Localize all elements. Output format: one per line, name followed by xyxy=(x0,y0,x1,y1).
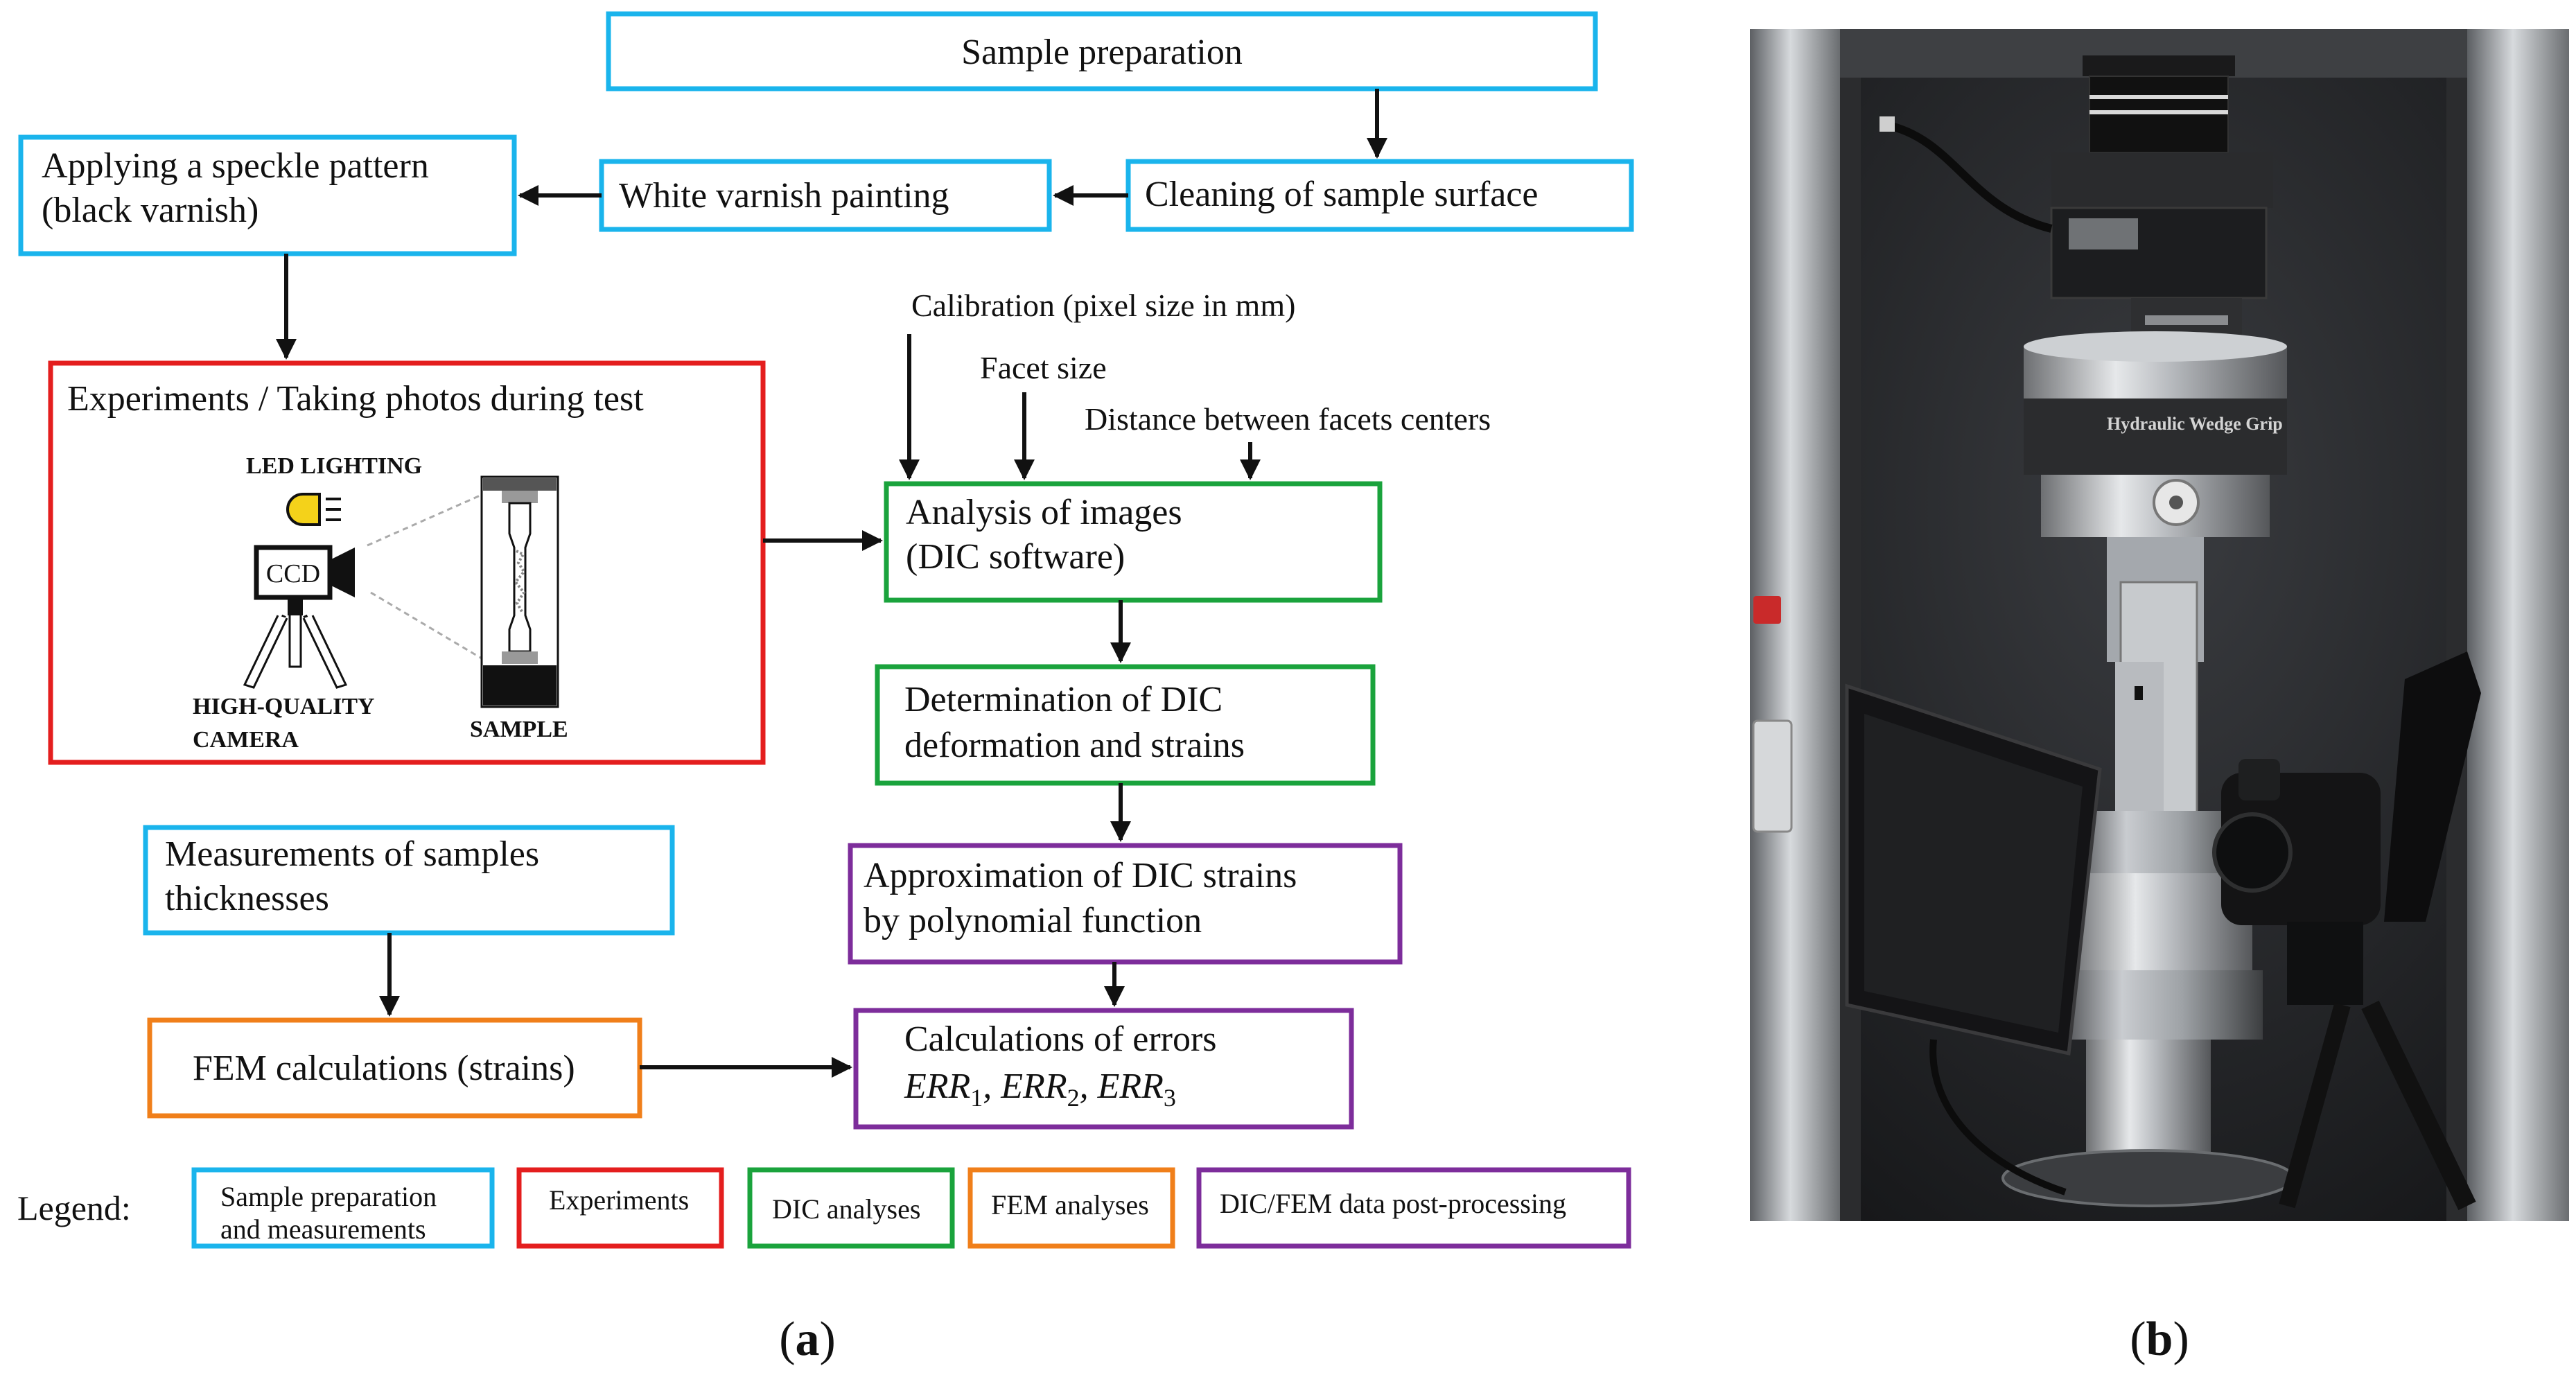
grip-label: Hydraulic Wedge Grip xyxy=(2107,414,2283,434)
box-label: Sample preparation xyxy=(961,33,1243,72)
box-label-line2: (black varnish) xyxy=(42,191,259,230)
sensor-cable xyxy=(1884,121,2053,233)
legend-label: DIC analyses xyxy=(772,1193,920,1225)
legend-item-preparation: Sample preparation and measurements xyxy=(191,1167,495,1249)
panel-label-a: (a) xyxy=(779,1313,836,1366)
legend-swatch xyxy=(967,1167,1175,1249)
box-frame xyxy=(599,159,1052,232)
box-label: FEM calculations (strains) xyxy=(193,1049,575,1088)
box-calculations-of-errors: Calculations of errors ERR1, ERR2, ERR3 xyxy=(853,1008,1354,1130)
box-frame xyxy=(147,1017,642,1119)
facet-distance-label: Distance between facets centers xyxy=(1085,401,1491,437)
box-frame xyxy=(48,360,766,765)
machine-column-left xyxy=(1750,29,1840,1221)
upper-wedge-grip: Hydraulic Wedge Grip xyxy=(2024,331,2287,537)
box-label-line1: Calculations of errors xyxy=(904,1019,1217,1059)
camera-view-lines xyxy=(367,493,482,660)
box-approximation: Approximation of DIC strains by polynomi… xyxy=(848,843,1403,965)
box-frame xyxy=(884,481,1383,603)
box-analysis-of-images: Analysis of images (DIC software) xyxy=(884,481,1383,603)
box-label-line1: Applying a speckle pattern xyxy=(42,146,429,186)
sample-label: SAMPLE xyxy=(470,717,568,742)
panel-label-b: (b) xyxy=(2130,1313,2189,1366)
box-frame xyxy=(143,825,675,936)
box-determination: Determination of DIC deformation and str… xyxy=(875,664,1376,786)
legend-swatch xyxy=(516,1167,724,1249)
box-frame xyxy=(853,1008,1354,1130)
box-label: White varnish painting xyxy=(619,176,949,216)
legend-swatch xyxy=(747,1167,955,1249)
box-sample-preparation: Sample preparation xyxy=(606,11,1598,91)
photo-camera xyxy=(2212,651,2481,1211)
box-frame xyxy=(875,664,1376,786)
flow-arrows xyxy=(276,89,1387,1078)
cable-plug xyxy=(1880,116,1895,132)
legend-item-post-processing: DIC/FEM data post-processing xyxy=(1196,1167,1631,1249)
led-lamp-icon xyxy=(286,493,341,526)
legend-item-experiments: Experiments xyxy=(516,1167,724,1249)
box-white-varnish: White varnish painting xyxy=(599,159,1052,232)
box-frame xyxy=(18,134,517,256)
box-experiments: Experiments / Taking photos during test … xyxy=(48,360,766,765)
machine-column-right xyxy=(2467,29,2569,1221)
box-label-line2: by polynomial function xyxy=(864,901,1202,940)
photo-panel-b: Hydraulic Wedge Grip xyxy=(1750,29,2569,1366)
flowchart-panel-a: Sample preparation Cleaning of sample su… xyxy=(17,11,1634,1366)
box-label-line1: Determination of DIC xyxy=(904,680,1223,719)
facet-size-label: Facet size xyxy=(980,350,1107,385)
box-measurements: Measurements of samples thicknesses xyxy=(143,825,675,936)
box-frame xyxy=(1125,159,1634,232)
side-bracket xyxy=(1752,719,1793,833)
box-label-line2: (DIC software) xyxy=(906,537,1125,577)
ccd-camera-icon: CCD xyxy=(243,545,355,689)
legend-label: FEM analyses xyxy=(991,1189,1149,1220)
ccd-label: CCD xyxy=(266,559,320,588)
legend-label-line2: and measurements xyxy=(220,1214,426,1245)
legend-item-fem: FEM analyses xyxy=(967,1167,1175,1249)
legend-label: DIC/FEM data post-processing xyxy=(1220,1188,1566,1219)
legend-swatch xyxy=(191,1167,495,1249)
legend-label: Experiments xyxy=(549,1184,689,1216)
box-label: Experiments / Taking photos during test xyxy=(67,379,644,419)
errors-formula: ERR1, ERR2, ERR3 xyxy=(904,1067,1176,1112)
machine-column-left-inner xyxy=(1840,78,1861,1221)
machine-column-right-inner xyxy=(2446,78,2467,1221)
floor-cable xyxy=(1929,1039,2067,1195)
legend-item-dic: DIC analyses xyxy=(747,1167,955,1249)
legend-swatch xyxy=(1196,1167,1631,1249)
led-lighting-label: LED LIGHTING xyxy=(246,453,422,479)
legend: Legend: Sample preparation and measureme… xyxy=(17,1167,1631,1249)
led-light-panel xyxy=(1845,683,2102,1056)
box-label: Cleaning of sample surface xyxy=(1145,175,1538,214)
box-label-line2: thicknesses xyxy=(165,879,329,918)
box-label-line2: deformation and strains xyxy=(904,726,1245,765)
camera-label-line2: CAMERA xyxy=(193,727,299,753)
legend-label-line1: Sample preparation xyxy=(220,1181,437,1212)
calibration-label: Calibration (pixel size in mm) xyxy=(911,288,1295,323)
box-cleaning: Cleaning of sample surface xyxy=(1125,159,1634,232)
load-cell xyxy=(2050,55,2273,360)
box-label-line1: Analysis of images xyxy=(906,493,1182,532)
box-label-line1: Approximation of DIC strains xyxy=(864,856,1297,895)
legend-title: Legend: xyxy=(17,1189,131,1227)
box-label-line1: Measurements of samples xyxy=(165,834,539,874)
camera-label-line1: HIGH-QUALITY xyxy=(193,694,375,719)
box-speckle-pattern: Applying a speckle pattern (black varnis… xyxy=(18,134,517,256)
red-button xyxy=(1753,596,1781,624)
box-frame xyxy=(848,843,1403,965)
box-frame xyxy=(606,11,1598,91)
sample-specimen-icon xyxy=(480,475,559,708)
box-fem-calculations: FEM calculations (strains) xyxy=(147,1017,642,1119)
